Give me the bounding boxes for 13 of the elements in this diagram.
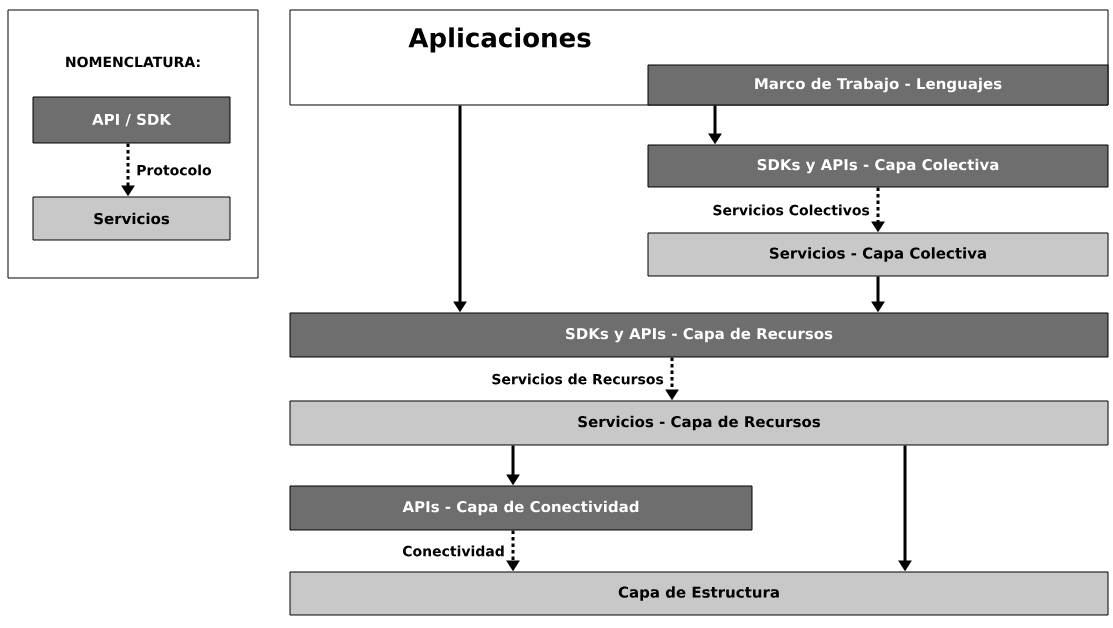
edge-label: Conectividad [402,545,504,557]
service-box: Servicios [32,196,231,241]
api-box: API / SDK [32,96,231,144]
edge-label: Servicios de Recursos [492,373,664,385]
api-box: APIs - Capa de Conectividad [289,485,753,531]
api-box: SDKs y APIs - Capa de Recursos [289,312,1109,358]
service-box: Servicios - Capa Colectiva [647,232,1109,277]
api-box: SDKs y APIs - Capa Colectiva [647,144,1109,188]
edge-label: Protocolo [137,164,212,176]
edge-label: Servicios Colectivos [713,204,870,216]
api-box: Marco de Trabajo - Lenguajes [647,64,1109,106]
service-box: Servicios - Capa de Recursos [289,400,1109,446]
service-box: Capa de Estructura [289,571,1109,616]
